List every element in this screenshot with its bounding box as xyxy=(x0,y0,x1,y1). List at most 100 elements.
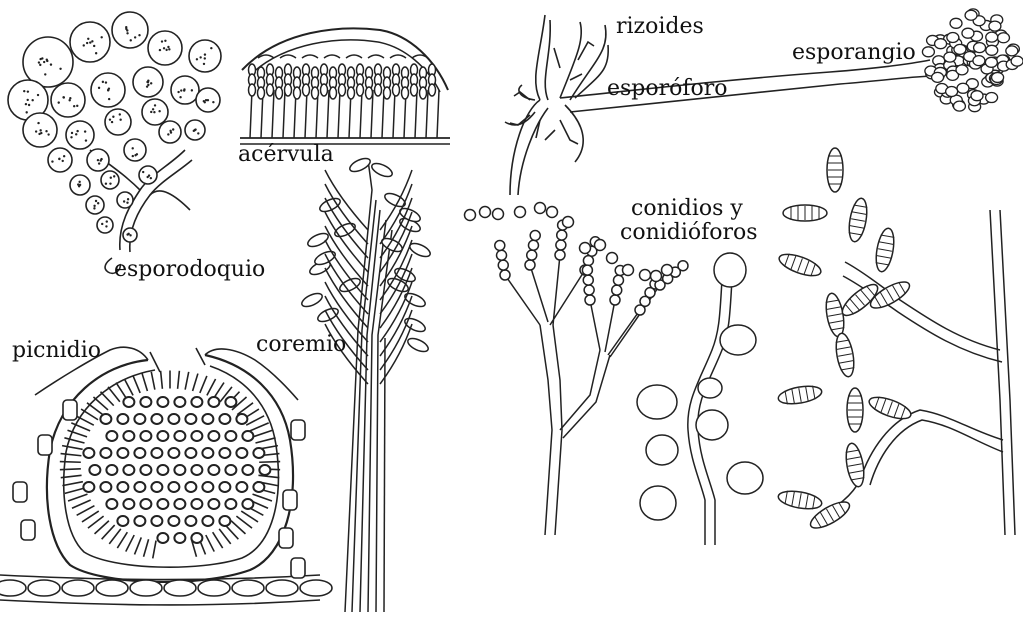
spore-dot xyxy=(159,49,161,51)
pycnidiospore xyxy=(191,499,202,509)
spore-dot xyxy=(203,100,205,102)
spore-dot xyxy=(127,198,129,200)
conidium xyxy=(276,87,283,99)
spore-dot xyxy=(95,200,97,202)
spore-dot xyxy=(44,73,46,75)
spore-dot xyxy=(39,129,41,131)
spore-dot xyxy=(46,59,48,61)
sporangiospore xyxy=(985,57,997,67)
spore-dot xyxy=(108,87,110,89)
label-esporodoquio: esporodoquio xyxy=(114,257,265,282)
penicillium-conidium xyxy=(480,207,491,218)
budding-conidium xyxy=(714,253,746,287)
spore-dot xyxy=(183,89,185,91)
host-cell xyxy=(283,490,297,510)
pycnidiospore xyxy=(225,499,236,509)
spore-dot xyxy=(147,81,149,83)
spore-dot xyxy=(95,52,97,54)
spore-dot xyxy=(83,44,85,46)
penicillium-conidium xyxy=(612,285,622,295)
penicillium-conidium xyxy=(495,240,505,250)
pycnidiospore xyxy=(100,482,111,492)
pycnidiospore xyxy=(157,397,168,407)
picnidio-conidiophore xyxy=(259,462,280,463)
label-conidios-line2: conidióforos xyxy=(620,220,758,245)
spore-dot xyxy=(123,200,125,202)
spore xyxy=(124,139,146,161)
spore-dot xyxy=(78,181,80,183)
pycnidiospore xyxy=(219,516,230,526)
pycnidiospore xyxy=(208,397,219,407)
penicillium-conidium xyxy=(640,270,651,281)
spore-dot xyxy=(167,133,169,135)
penicillium-conidium xyxy=(556,240,566,250)
spore-dot xyxy=(73,105,75,107)
spore-dot xyxy=(39,58,41,60)
sporangiospore xyxy=(986,32,998,42)
spore-dot xyxy=(68,99,70,101)
spore-dot xyxy=(179,96,181,98)
pycnidiospore xyxy=(191,397,202,407)
penicillium-conidium xyxy=(498,260,508,270)
spore-dot xyxy=(164,40,166,42)
conidium xyxy=(393,84,400,96)
pycnidiospore xyxy=(191,533,202,543)
host-tissue-cell xyxy=(28,580,60,596)
spore-dot xyxy=(69,97,71,99)
spore-dot xyxy=(86,42,88,44)
penicillium-conidium xyxy=(583,275,593,285)
sporangiospore xyxy=(956,65,968,75)
spore-dot xyxy=(105,183,107,185)
penicillium-conidium xyxy=(585,295,595,305)
spore-dot xyxy=(150,111,152,113)
host-tissue-cell xyxy=(300,580,332,596)
pycnidiospore xyxy=(202,482,213,492)
spore-dot xyxy=(203,63,205,65)
sporangiospore xyxy=(971,91,983,101)
spore-dot xyxy=(126,202,128,204)
spore xyxy=(117,192,133,208)
pycnidiospore xyxy=(202,414,213,424)
pycnidiospore xyxy=(191,431,202,441)
host-cell xyxy=(13,482,27,502)
label-rizoides: rizoides xyxy=(616,14,704,39)
spore-dot xyxy=(45,130,47,132)
spore-dot xyxy=(62,160,64,162)
sporangiospore xyxy=(950,18,962,28)
spore-dot xyxy=(28,104,30,106)
pycnidiospore xyxy=(83,482,94,492)
spore-dot xyxy=(210,47,212,49)
pycnidiospore xyxy=(174,465,185,475)
pycnidiospore xyxy=(106,431,117,441)
spore-dot xyxy=(91,40,93,42)
pycnidiospore xyxy=(134,414,145,424)
spore-dot xyxy=(37,122,39,124)
penicillium-conidium xyxy=(580,243,591,254)
pycnidiospore xyxy=(134,516,145,526)
spore-dot xyxy=(138,34,140,36)
pycnidiospore xyxy=(185,414,196,424)
spore-dot xyxy=(196,58,198,60)
spore-dot xyxy=(102,81,104,83)
host-cell xyxy=(21,520,35,540)
conidium xyxy=(375,84,382,96)
spore-dot xyxy=(163,47,165,49)
spore-dot xyxy=(152,108,154,110)
conidium xyxy=(339,84,346,96)
sporangiospore xyxy=(973,56,985,66)
penicillium-conidium xyxy=(595,240,606,251)
spore-dot xyxy=(39,64,41,66)
spore-dot xyxy=(146,176,148,178)
spore-dot xyxy=(199,56,201,58)
pycnidiospore xyxy=(117,414,128,424)
conidium xyxy=(330,87,337,99)
spore-dot xyxy=(113,175,115,177)
pycnidiospore xyxy=(106,465,117,475)
budding-conidium xyxy=(640,486,676,520)
label-picnidio: picnidio xyxy=(12,338,101,363)
sporangiospore xyxy=(992,72,1004,82)
conidium xyxy=(420,87,427,99)
spore-dot xyxy=(75,133,77,135)
pycnidiospore xyxy=(253,448,264,458)
spore-dot xyxy=(25,103,27,105)
